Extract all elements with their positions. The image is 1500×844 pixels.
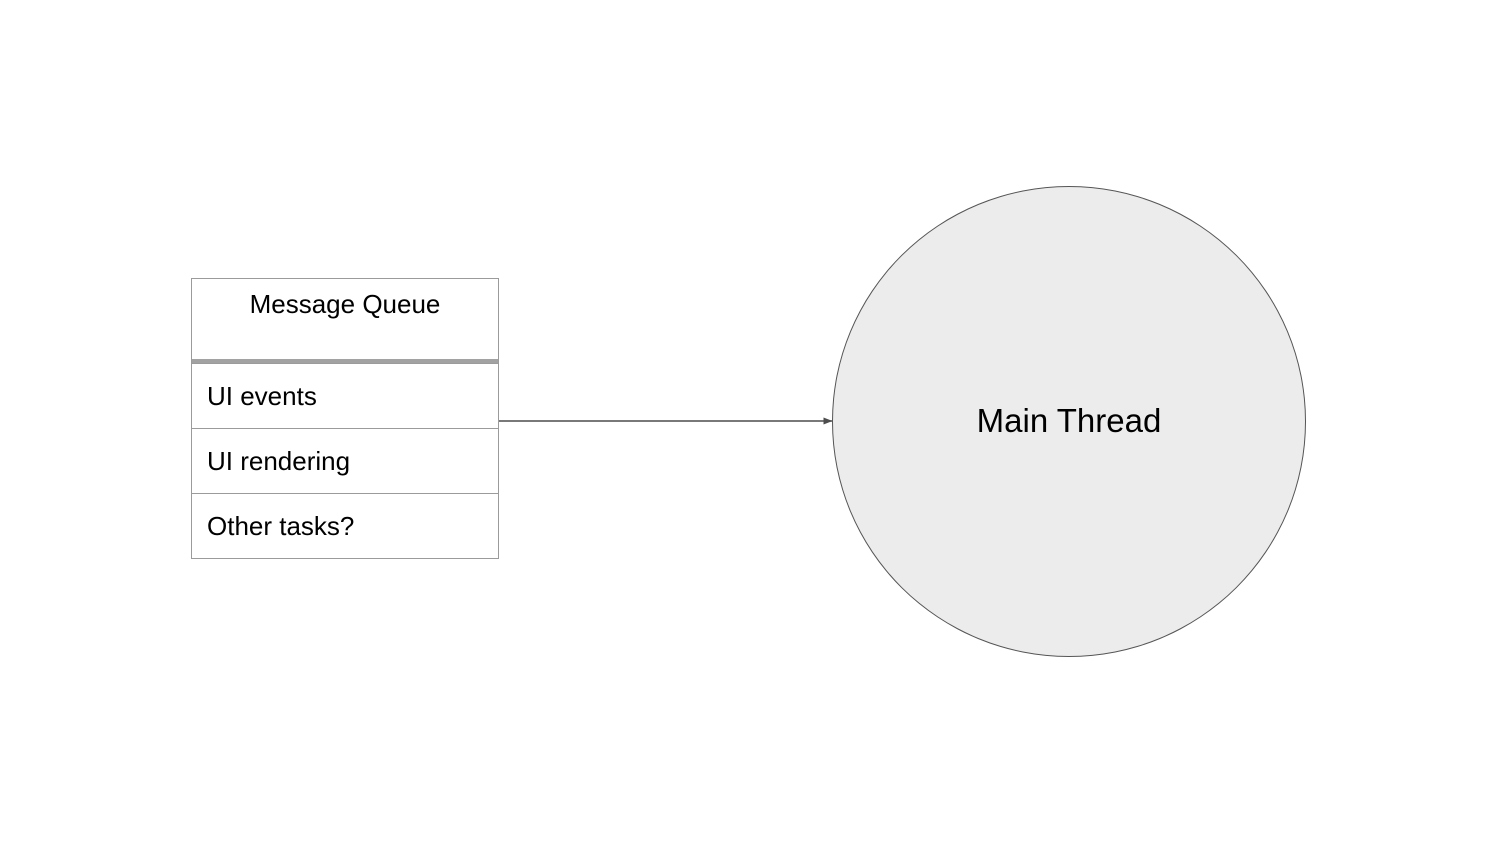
- queue-row-other-tasks[interactable]: Other tasks?: [192, 493, 498, 558]
- queue-row-ui-rendering[interactable]: UI rendering: [192, 428, 498, 493]
- queue-row-label: UI events: [207, 381, 317, 411]
- message-queue-header-separator: [192, 359, 498, 363]
- message-queue-title: Message Queue: [249, 289, 441, 319]
- flow-arrow-icon: [499, 417, 833, 425]
- main-thread-label: Main Thread: [976, 401, 1162, 439]
- queue-row-label: UI rendering: [207, 446, 351, 476]
- main-thread-node[interactable]: Main Thread: [832, 186, 1306, 657]
- message-queue-table[interactable]: Message Queue UI events UI rendering Oth…: [191, 278, 499, 559]
- queue-row-ui-events[interactable]: UI events: [192, 363, 498, 428]
- queue-row-label: Other tasks?: [207, 511, 355, 541]
- message-queue-header-cell: Message Queue: [192, 279, 498, 359]
